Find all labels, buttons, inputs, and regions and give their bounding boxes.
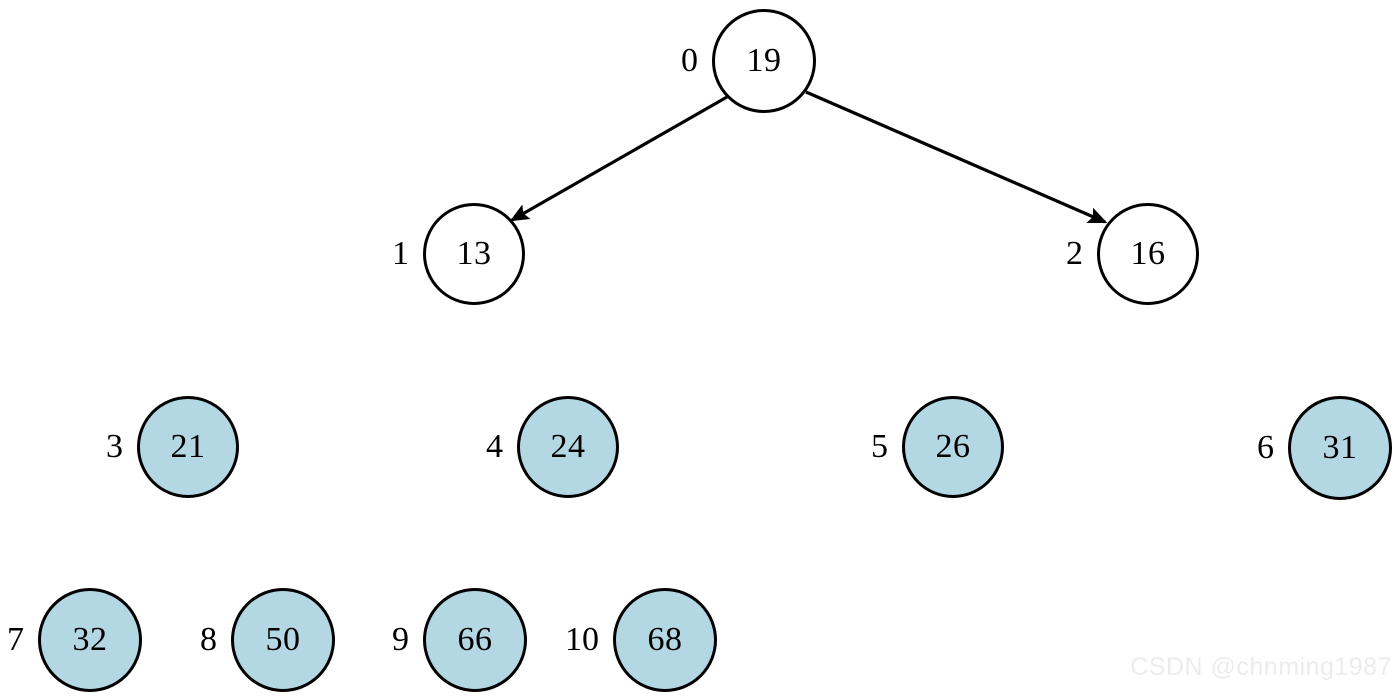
node-circle-8[interactable]: 50	[231, 588, 335, 692]
node-index-label-6: 6	[1257, 429, 1274, 466]
node-index-label-5: 5	[871, 428, 888, 465]
node-circle-6[interactable]: 31	[1288, 396, 1392, 500]
node-value-7: 32	[72, 621, 108, 658]
node-value-3: 21	[170, 428, 206, 465]
node-value-4: 24	[550, 428, 586, 465]
node-value-2: 16	[1130, 235, 1166, 272]
watermark-text: CSDN @chnming1987	[1130, 653, 1392, 681]
tree-edge-0-to-1	[509, 95, 728, 222]
node-value-5: 26	[935, 428, 971, 465]
node-value-1: 13	[456, 235, 492, 272]
node-value-6: 31	[1322, 429, 1358, 466]
node-index-label-0: 0	[681, 42, 698, 79]
node-circle-4[interactable]: 24	[517, 396, 619, 498]
node-circle-0[interactable]: 19	[712, 9, 816, 113]
node-index-label-7: 7	[7, 621, 24, 658]
node-index-label-1: 1	[392, 235, 409, 272]
node-value-8: 50	[265, 621, 301, 658]
node-index-label-8: 8	[200, 621, 217, 658]
node-index-label-3: 3	[106, 428, 123, 465]
node-value-9: 66	[457, 621, 493, 658]
node-circle-1[interactable]: 13	[423, 203, 525, 305]
node-circle-9[interactable]: 66	[423, 588, 527, 692]
node-index-label-4: 4	[486, 428, 503, 465]
node-circle-5[interactable]: 26	[902, 396, 1004, 498]
node-circle-2[interactable]: 16	[1097, 203, 1199, 305]
node-value-10: 68	[647, 621, 683, 658]
tree-edge-0-to-2	[805, 90, 1108, 224]
tree-edges	[509, 90, 1108, 224]
node-circle-10[interactable]: 68	[613, 588, 717, 692]
node-index-label-9: 9	[392, 621, 409, 658]
node-circle-7[interactable]: 32	[38, 588, 142, 692]
node-index-label-10: 10	[565, 621, 599, 658]
node-circle-3[interactable]: 21	[137, 396, 239, 498]
node-value-0: 19	[746, 42, 782, 79]
node-index-label-2: 2	[1066, 235, 1083, 272]
